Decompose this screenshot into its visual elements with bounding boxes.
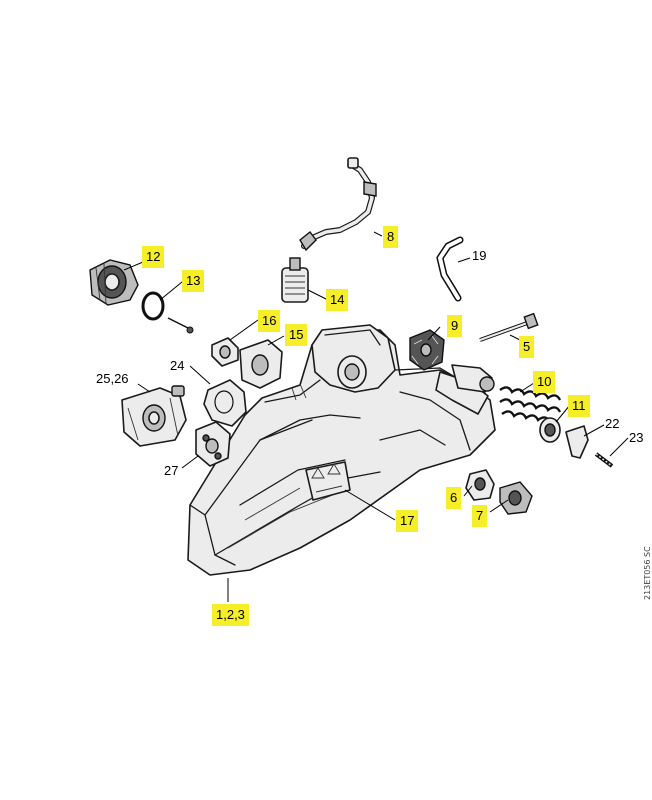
callout-27: 27 [164,463,179,478]
callout-14: 14 [326,289,349,311]
carburetor [121,385,187,447]
spring-plate [539,417,561,443]
bolt [479,312,539,342]
impulse-hose [436,236,464,302]
callout-6: 6 [446,487,462,509]
callout-5: 5 [519,336,535,358]
fuel-filter [281,257,309,303]
callout-15: 15 [285,324,308,346]
callout-9: 9 [447,315,463,337]
spring [499,386,562,423]
callout-24: 24 [170,358,185,373]
callout-8: 8 [383,226,399,248]
knob [465,469,495,501]
upper-frame [291,324,495,451]
callout-19: 19 [472,248,487,263]
callout-23: 23 [629,430,644,445]
fuel-hose [299,157,377,252]
callout-11: 11 [568,395,590,417]
callout-12: 12 [142,246,165,268]
callout-7: 7 [472,505,488,527]
leader-lines [123,231,629,602]
clip [565,425,589,459]
callout-13: 13 [182,270,205,292]
oil-pump-assembly [89,259,139,306]
o-ring [141,291,194,334]
screw [594,452,614,468]
cover-mount [239,339,283,389]
callout-17: 17 [396,510,419,532]
catalog-code: 213ET056 SC [643,546,652,600]
flange [195,421,231,467]
crankcase-housing [187,329,496,576]
cap [499,481,533,515]
callout-1-2-3: 1,2,3 [212,604,249,626]
spacer [211,337,239,367]
callout-16: 16 [258,310,281,332]
callout-25-26: 25,26 [96,371,129,386]
callout-10: 10 [533,371,556,393]
buffer [409,329,445,371]
callout-22: 22 [605,416,620,431]
gasket [203,379,247,427]
